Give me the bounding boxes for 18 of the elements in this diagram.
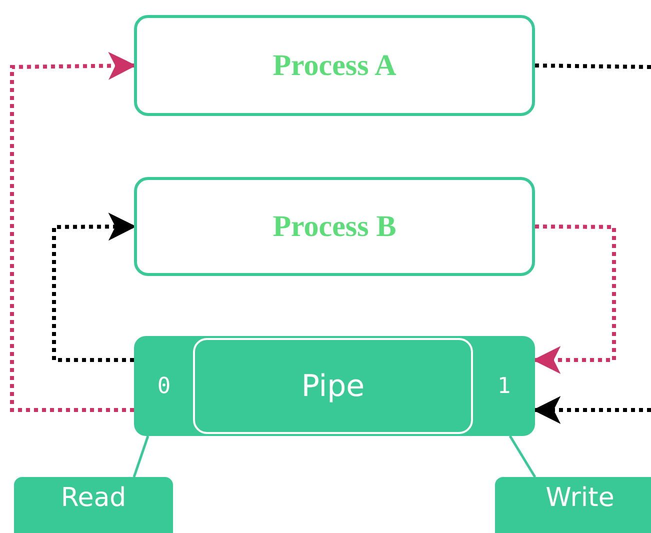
pipe-box [134,336,535,436]
process-label: Process B [272,210,396,244]
leader-line [508,435,536,478]
arrow [532,224,616,374]
arrow [52,212,136,362]
tag-box [14,477,173,533]
port-number: 1 [497,374,511,398]
leader-line [132,436,150,478]
tag-label: Read [60,483,126,513]
process-box [134,15,535,116]
pipe-label: Pipe [301,368,365,404]
tag-box [495,477,651,533]
tag-label: Write [546,483,614,513]
pipe-body [193,338,473,434]
port-number: 0 [157,374,171,398]
process-box [134,177,535,276]
arrow [10,52,136,412]
process-label: Process A [272,48,396,82]
